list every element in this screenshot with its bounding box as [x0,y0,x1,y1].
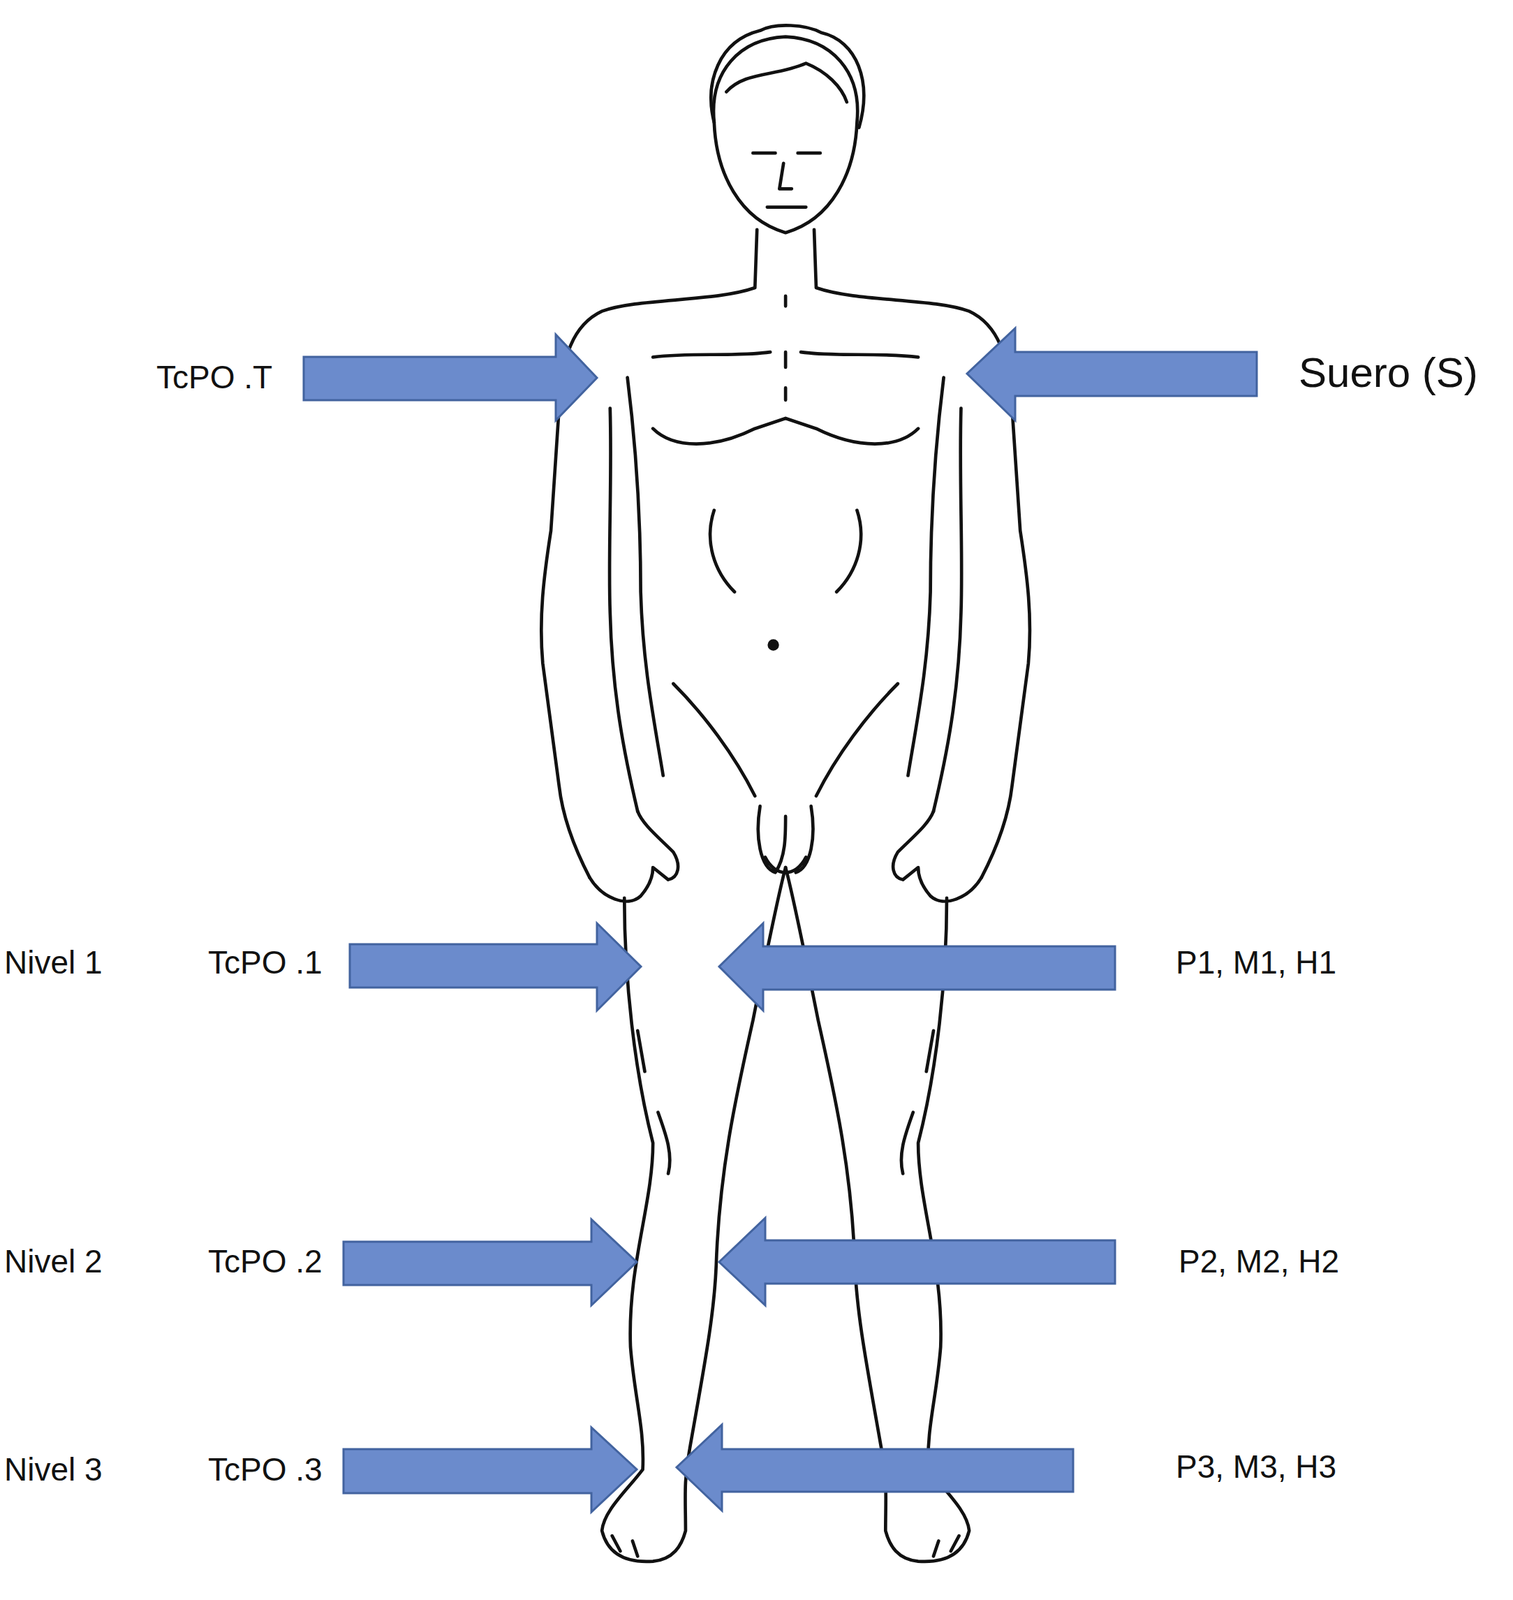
pointer-arrow [719,1217,1116,1305]
pointer-arrow [303,334,597,421]
hand [892,811,982,902]
groin [758,805,814,873]
sample-label: Suero (S) [1298,351,1479,394]
level-label: Nivel 2 [4,1244,103,1278]
human-figure [541,25,1030,1562]
level-label: Nivel 3 [4,1452,103,1486]
body-outline [541,229,757,878]
pointer-arrow [349,923,641,1011]
arm-inner [933,407,962,811]
pointer-arrow [343,1219,637,1305]
head-outline [713,37,858,234]
chest-lines [652,351,786,796]
pointer-arrow [343,1427,637,1512]
sternum [784,296,788,401]
hand [589,811,679,902]
navel [769,640,778,650]
body-half-mirror [785,229,1030,1562]
sample-label: P1, M1, H1 [1175,946,1337,979]
arrows [303,328,1257,1512]
chest-lines [785,351,919,796]
body-half [541,229,786,1562]
arm-inner [609,407,638,811]
site-label: TcPO .2 [208,1244,323,1278]
sample-label: P2, M2, H2 [1178,1244,1340,1278]
site-label: TcPO .3 [208,1452,323,1486]
body-outline [814,229,1030,878]
pointer-arrow [719,923,1116,1011]
site-label: TcPO .1 [208,946,323,979]
hair [710,25,864,128]
sample-label: P3, M3, H3 [1175,1450,1337,1483]
site-label: TcPO .T [156,360,273,394]
torso-side [907,377,944,776]
torso-side [627,377,664,776]
pointer-arrow [676,1424,1074,1511]
pointer-arrow [967,328,1257,421]
face [752,152,820,207]
level-label: Nivel 1 [4,946,103,979]
